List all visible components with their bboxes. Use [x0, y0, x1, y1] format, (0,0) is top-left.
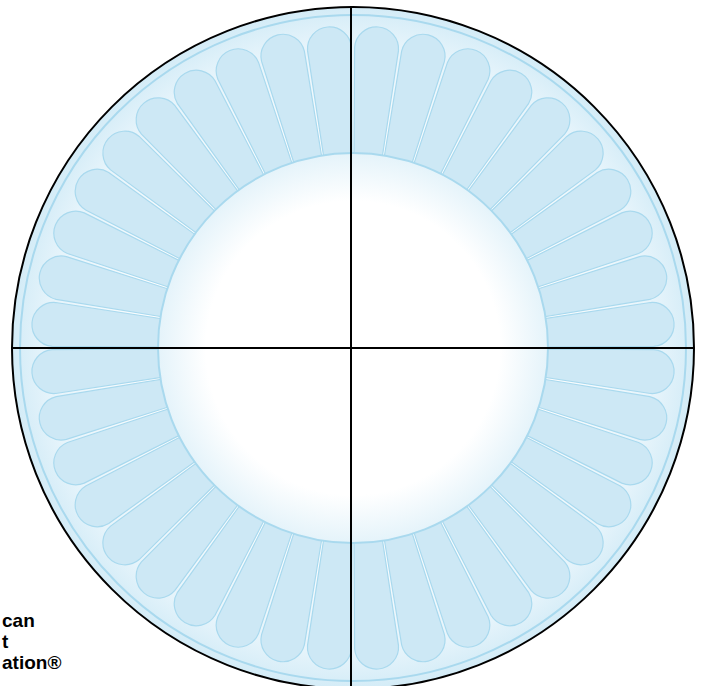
- logo-text: ation®: [2, 653, 61, 673]
- horizontal-axis: [12, 347, 694, 349]
- logo-text: t: [2, 632, 8, 652]
- logo-text: can: [2, 611, 35, 631]
- outer-circle: [12, 7, 694, 686]
- vertical-axis: [350, 6, 352, 686]
- petal: [30, 341, 165, 395]
- petal: [346, 536, 400, 671]
- petal: [541, 301, 676, 355]
